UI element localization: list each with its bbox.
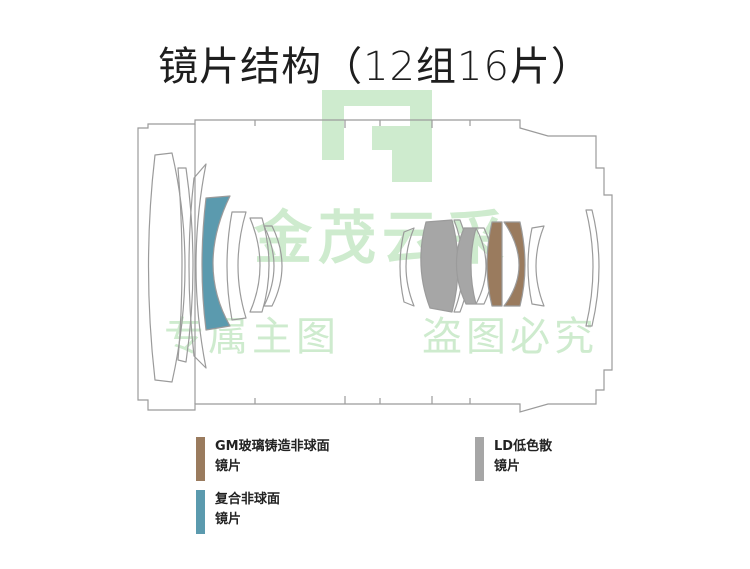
lens-element-8 <box>399 227 415 307</box>
lens-element-ld-1 <box>420 219 459 313</box>
lens-element-5 <box>226 211 247 321</box>
barrel-tick-marks <box>254 120 471 404</box>
lens-element-2 <box>177 167 194 363</box>
watermark-right-text: 盗图必究 <box>422 314 598 360</box>
lens-element-6 <box>249 217 270 313</box>
lens-element-gm-2 <box>503 221 526 307</box>
legend-swatch-ld <box>475 437 484 481</box>
legend-gm-glass: GM玻璃铸造非球面 镜片 <box>196 437 330 481</box>
legend-ld: LD低色散 镜片 <box>475 437 552 481</box>
legend-label-ld-line1: LD低色散 <box>494 439 553 454</box>
lens-element-15 <box>527 225 545 307</box>
legend-swatch-gm <box>196 437 205 481</box>
lens-element-hybrid-aspherical <box>201 195 231 331</box>
legend-label-hybrid-line1: 复合非球面 <box>215 492 281 507</box>
page-title: 镜片结构（12组16片） <box>158 44 592 90</box>
legend-label-hybrid-line2: 镜片 <box>215 512 242 527</box>
lens-element-16 <box>585 209 600 327</box>
legend-swatch-hybrid <box>196 490 205 534</box>
legend-label-ld-line2: 镜片 <box>494 459 521 474</box>
barrel-outline <box>137 119 613 413</box>
legend-label-gm-line1: GM玻璃铸造非球面 <box>215 439 330 454</box>
watermark-logo-icon <box>322 90 432 182</box>
lens-element-7 <box>263 225 283 307</box>
legend-label-gm-line2: 镜片 <box>215 459 242 474</box>
legend-hybrid-aspherical: 复合非球面 镜片 <box>196 490 280 534</box>
lens-element-3 <box>188 163 207 369</box>
lens-elements <box>147 152 600 383</box>
watermark: 金茂云采 专属主图 盗图必究 <box>164 90 598 360</box>
lens-element-1 <box>147 152 186 383</box>
lens-element-gm-1 <box>486 221 503 307</box>
